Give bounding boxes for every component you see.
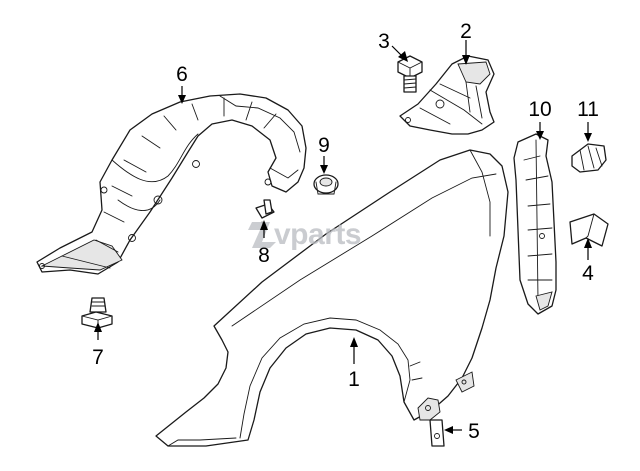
- callout-7-label: 7: [92, 346, 104, 369]
- clip: [569, 213, 609, 247]
- inner-fender-liner: [36, 93, 307, 275]
- push-clip: [81, 297, 113, 329]
- callout-5: 5: [444, 420, 480, 443]
- watermark-logo: vparts: [248, 218, 362, 251]
- callout-8: 8: [258, 220, 270, 267]
- callout-4: 4: [582, 238, 594, 285]
- callout-4-label: 4: [582, 262, 594, 285]
- callout-2: 2: [460, 20, 472, 65]
- watermark-text: vparts: [274, 218, 361, 251]
- callout-9-label: 9: [318, 134, 330, 157]
- watermark-mark-icon: [248, 222, 276, 248]
- callout-10-label: 10: [528, 98, 551, 121]
- fender-bracket: [399, 55, 495, 135]
- callout-9: 9: [318, 134, 330, 174]
- callout-6: 6: [176, 63, 188, 104]
- callout-7: 7: [92, 322, 104, 369]
- callout-10: 10: [528, 98, 552, 140]
- screw: [255, 199, 275, 227]
- callout-3: 3: [378, 30, 408, 62]
- fender: [155, 149, 509, 447]
- callout-8-label: 8: [258, 244, 270, 267]
- callout-11: 11: [577, 98, 599, 142]
- callout-2-label: 2: [460, 20, 472, 43]
- callout-11-label: 11: [577, 98, 599, 121]
- callout-5-label: 5: [468, 420, 480, 443]
- callout-6-label: 6: [176, 63, 188, 86]
- fender-insulator: [513, 133, 557, 315]
- nut: [313, 174, 339, 195]
- bolt: [397, 55, 423, 93]
- callout-1: 1: [348, 337, 360, 391]
- callout-3-label: 3: [378, 30, 390, 53]
- pad: [571, 143, 607, 173]
- plate-clip: [429, 419, 445, 447]
- callout-1-label: 1: [348, 368, 360, 391]
